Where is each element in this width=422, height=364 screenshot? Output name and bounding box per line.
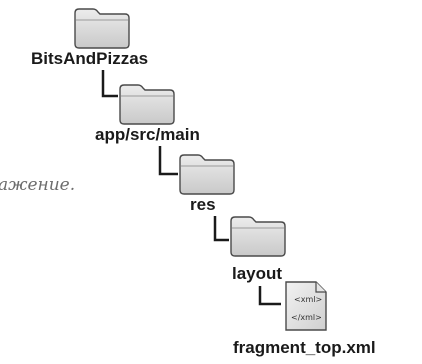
folder-icon (179, 154, 235, 195)
xml-open-tag: <xml> (294, 295, 322, 304)
side-note-text: ажение. (0, 175, 76, 195)
connector-root-to-main (101, 70, 118, 98)
folder-label-bitsandpizzas: BitsAndPizzas (31, 49, 149, 68)
xml-file-icon: <xml> </xml> (285, 281, 327, 331)
file-label-fragment-top: fragment_top.xml (233, 338, 376, 357)
folder-label-app-src-main: app/src/main (95, 125, 200, 144)
connector-main-to-res (158, 146, 178, 176)
folder-icon (74, 8, 130, 49)
connector-layout-to-file (258, 286, 281, 306)
folder-label-res: res (190, 195, 216, 214)
xml-close-tag: </xml> (291, 313, 322, 322)
folder-icon (119, 84, 175, 125)
folder-label-layout: layout (232, 264, 283, 283)
folder-icon (230, 216, 286, 257)
connector-res-to-layout (213, 216, 229, 242)
